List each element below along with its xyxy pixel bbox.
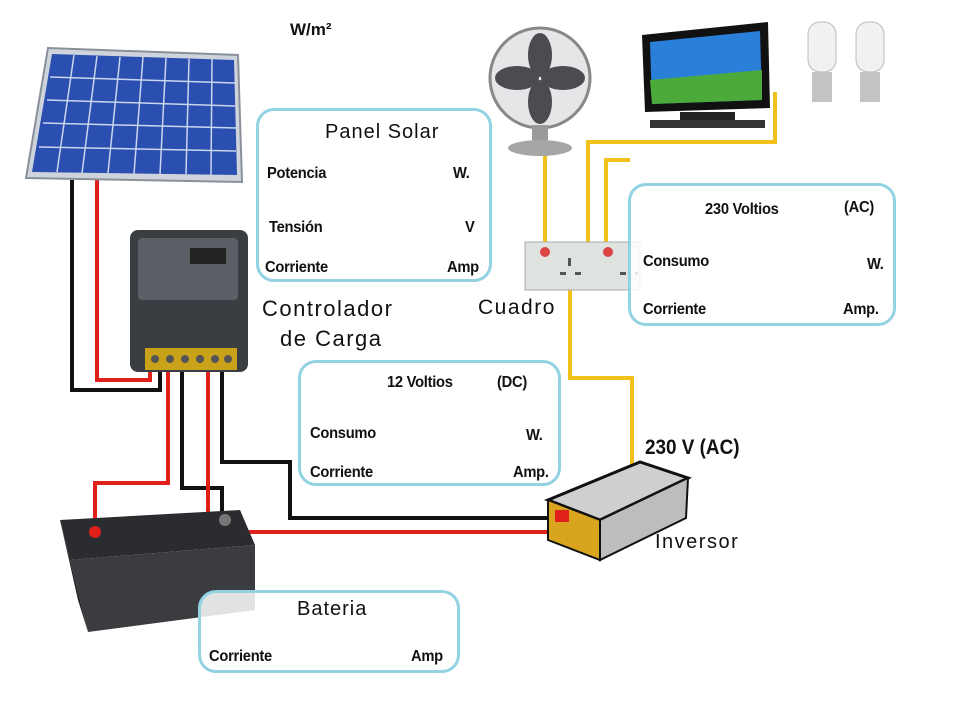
tension-unit: V bbox=[465, 219, 475, 236]
cuadro-label: Cuadro bbox=[478, 296, 556, 319]
potencia-label: Potencia bbox=[267, 165, 327, 182]
socket-board-image bbox=[524, 241, 641, 291]
ac-wires bbox=[543, 92, 777, 465]
solar-panel-image bbox=[24, 46, 244, 184]
dc-wires bbox=[70, 180, 565, 534]
dc-consumo-label: Consumo bbox=[310, 425, 376, 442]
light-bulbs-image bbox=[807, 21, 885, 102]
irradiance-unit: W/m² bbox=[290, 20, 332, 39]
tension-label: Tensión bbox=[269, 219, 323, 236]
bateria-box: Bateria Corriente Amp bbox=[198, 590, 460, 673]
dc-corriente-unit: Amp. bbox=[513, 464, 549, 481]
charge-controller-image bbox=[130, 230, 248, 372]
ac-box-title: 230 Voltios bbox=[705, 201, 779, 218]
inverter-output-label: 230 V (AC) bbox=[645, 436, 740, 459]
inverter-image bbox=[543, 460, 693, 562]
bateria-corriente-unit: Amp bbox=[411, 648, 443, 665]
inverter-label: Inversor bbox=[655, 531, 740, 553]
bateria-title: Bateria bbox=[297, 598, 368, 620]
ac-consumo-label: Consumo bbox=[643, 253, 709, 270]
panel-corriente-label: Corriente bbox=[265, 259, 328, 276]
ac-corriente-label: Corriente bbox=[643, 301, 706, 318]
dc-box-type: (DC) bbox=[497, 374, 527, 391]
fan-image bbox=[488, 26, 592, 156]
controller-label-line1: Controlador bbox=[262, 296, 394, 321]
dc-corriente-label: Corriente bbox=[310, 464, 373, 481]
dc-consumption-box: 12 Voltios (DC) Consumo W. Corriente Amp… bbox=[298, 360, 561, 486]
panel-solar-box: Panel Solar Potencia W. Tensión V Corrie… bbox=[256, 108, 492, 282]
dc-box-title: 12 Voltios bbox=[387, 374, 453, 391]
tv-image bbox=[642, 22, 770, 128]
potencia-unit: W. bbox=[453, 165, 470, 182]
panel-corriente-unit: Amp bbox=[447, 259, 479, 276]
ac-corriente-unit: Amp. bbox=[843, 301, 879, 318]
ac-consumo-unit: W. bbox=[867, 256, 884, 273]
panel-solar-title: Panel Solar bbox=[325, 121, 440, 143]
bateria-corriente-label: Corriente bbox=[209, 648, 272, 665]
controller-label-line2: de Carga bbox=[280, 326, 383, 351]
ac-consumption-box: 230 Voltios (AC) Consumo W. Corriente Am… bbox=[628, 183, 896, 326]
ac-box-type: (AC) bbox=[844, 199, 874, 216]
dc-consumo-unit: W. bbox=[526, 427, 543, 444]
